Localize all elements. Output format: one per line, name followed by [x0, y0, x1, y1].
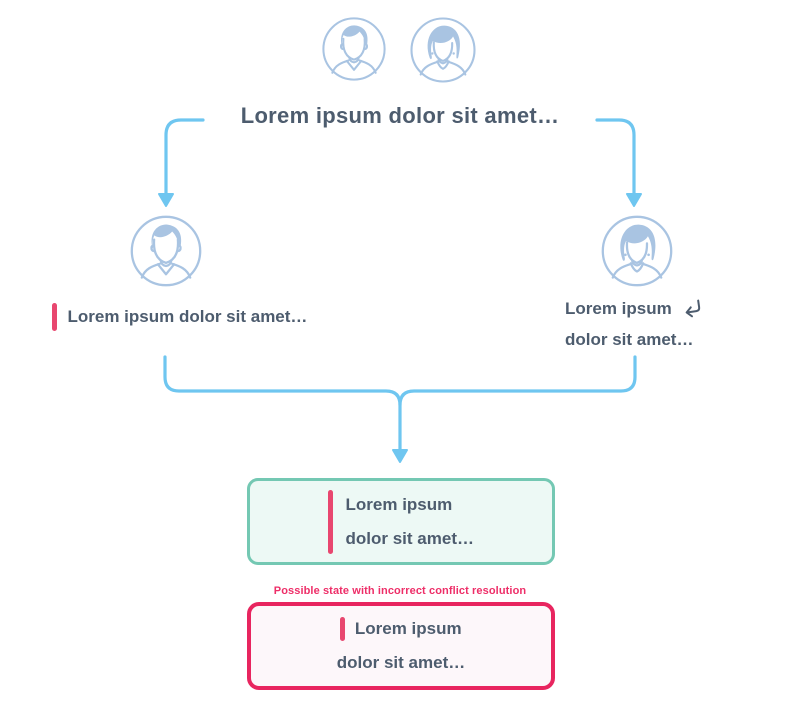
change-marker-bar	[328, 489, 333, 554]
merge-result-line1: Lorem ipsum	[345, 494, 453, 514]
right-branch-line1: Lorem ipsum	[565, 299, 672, 318]
conflict-line2: dolor sit amet…	[336, 653, 466, 672]
merge-arrow	[163, 355, 637, 463]
conflict-line1: Lorem ipsum	[354, 619, 462, 638]
left-branch-edit: Lorem ipsum dolor sit amet…	[52, 303, 307, 331]
merge-result-box: Lorem ipsum dolor sit amet…	[247, 478, 555, 565]
left-branch-text: Lorem ipsum dolor sit amet…	[67, 307, 308, 326]
origin-text: Lorem ipsum dolor sit amet…	[240, 103, 560, 128]
conflict-caption: Possible state with incorrect conflict r…	[273, 585, 527, 597]
female-avatar-icon	[410, 17, 476, 83]
merge-result-line2: dolor sit amet…	[345, 528, 474, 548]
return-icon	[685, 299, 700, 317]
male-avatar-icon	[130, 215, 202, 287]
branch-arrow-left	[158, 118, 205, 207]
change-marker-bar	[340, 617, 345, 641]
male-avatar-icon	[322, 17, 386, 81]
right-branch-edit: Lorem ipsum dolor sit amet…	[565, 293, 703, 355]
branch-arrow-right	[595, 118, 642, 207]
right-branch-line2: dolor sit amet…	[565, 330, 694, 349]
female-avatar-icon	[601, 215, 673, 287]
conflict-state-box: Lorem ipsum dolor sit amet…	[247, 602, 555, 690]
change-marker-bar	[52, 303, 57, 331]
